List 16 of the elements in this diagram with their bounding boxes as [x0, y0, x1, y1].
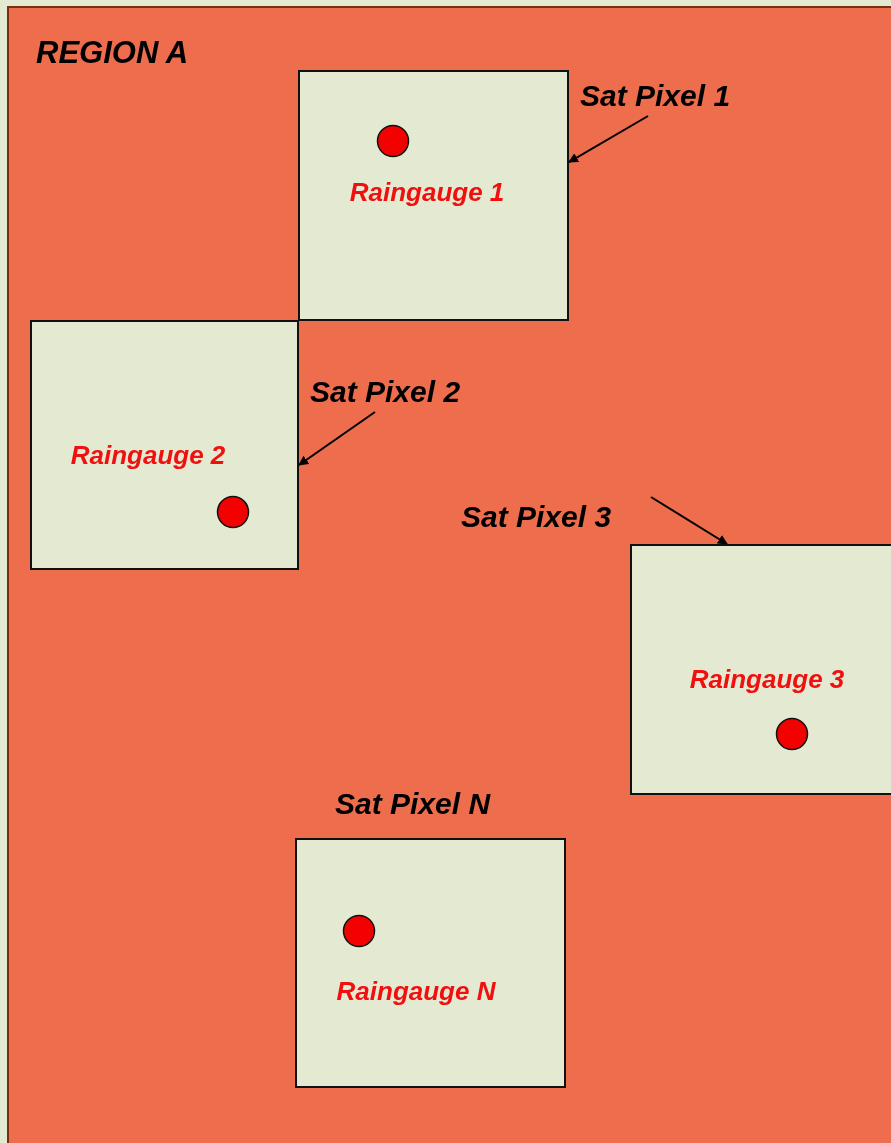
pixel-label: Sat Pixel 3 — [461, 497, 651, 537]
pixel-label: Sat Pixel 1 — [580, 76, 770, 116]
pixel-heading: Sat Pixel N — [335, 787, 491, 821]
arrow — [568, 115, 649, 164]
arrow — [298, 411, 376, 466]
satellite-pixel-box — [30, 320, 299, 570]
region-title: REGION A — [36, 35, 189, 71]
satellite-pixel-box — [298, 70, 569, 321]
raingauge-label: Raingauge 2 — [70, 439, 226, 471]
pixel-label: Sat Pixel 2 — [310, 372, 500, 412]
region-area — [7, 6, 891, 1143]
raingauge-label: Raingauge 3 — [689, 663, 845, 695]
raingauge-label: Raingauge 1 — [349, 176, 505, 208]
satellite-pixel-box — [630, 544, 891, 795]
raingauge-label: Raingauge N — [336, 975, 496, 1007]
arrow — [650, 496, 728, 545]
